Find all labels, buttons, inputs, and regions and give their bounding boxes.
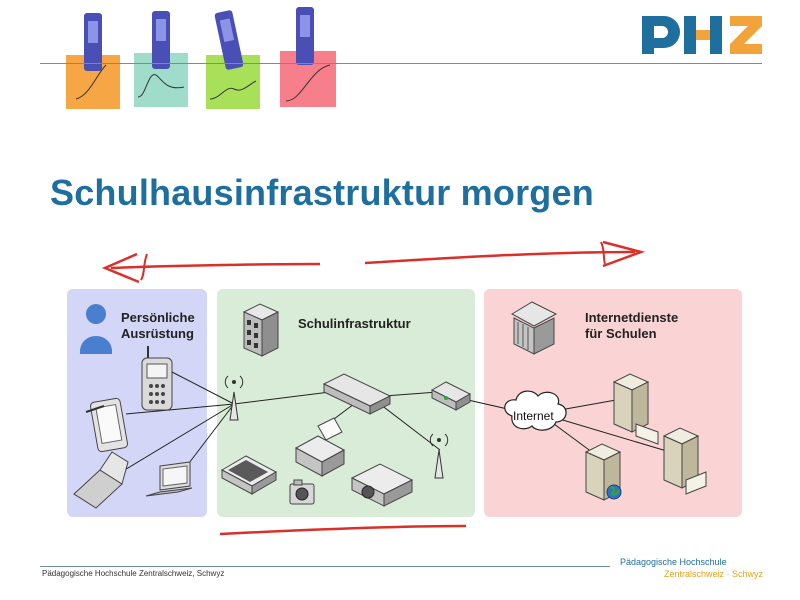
right-arrow (364, 250, 636, 265)
sticky-note-pink (280, 7, 336, 107)
footer-logo-line2: Zentralschweiz · Schwyz (664, 569, 764, 579)
sticky-note-teal (134, 11, 188, 107)
mobile-phone-icon (141, 346, 173, 411)
server-building-icon (242, 303, 280, 357)
footer-divider (40, 566, 610, 567)
bank-building-icon (510, 301, 558, 355)
server-icon (612, 373, 659, 445)
router-icon (430, 381, 472, 411)
camera-icon (289, 479, 315, 505)
footer-logo-line1: Pädagogische Hochschule (620, 557, 727, 567)
server-icon (662, 427, 707, 495)
phz-logo (642, 16, 762, 54)
label-school: Schulinfrastruktur (298, 316, 411, 331)
sticky-note-green (206, 10, 260, 109)
globe-icon (606, 484, 622, 500)
slide-title: Schulhausinfrastruktur morgen (50, 172, 594, 213)
internet-label: Internet (513, 409, 554, 423)
user-icon (79, 304, 113, 354)
scanner-icon (220, 455, 278, 495)
label-internet-services: Internetdienste für Schulen (585, 310, 679, 341)
printer-icon (294, 417, 346, 477)
sticky-notes-decoration (66, 7, 336, 109)
tablet-icon (85, 397, 128, 453)
wireless-access-point-icon (429, 433, 449, 479)
laptop-icon (145, 461, 193, 497)
left-arrow (110, 262, 321, 270)
header-divider (40, 63, 762, 64)
cloud-icon (504, 390, 567, 431)
flip-phone-icon (73, 451, 129, 509)
wireless-access-point-icon (224, 375, 244, 421)
footer-institution: Pädagogische Hochschule Zentralschweiz, … (42, 569, 225, 578)
annotation-underline (219, 524, 467, 536)
projector-icon (350, 463, 414, 507)
label-personal: Persönliche Ausrüstung (121, 310, 195, 341)
connection-lines (107, 371, 671, 489)
sticky-note-orange (66, 13, 120, 109)
network-switch-icon (322, 373, 392, 415)
annotation-arrows (101, 240, 646, 284)
